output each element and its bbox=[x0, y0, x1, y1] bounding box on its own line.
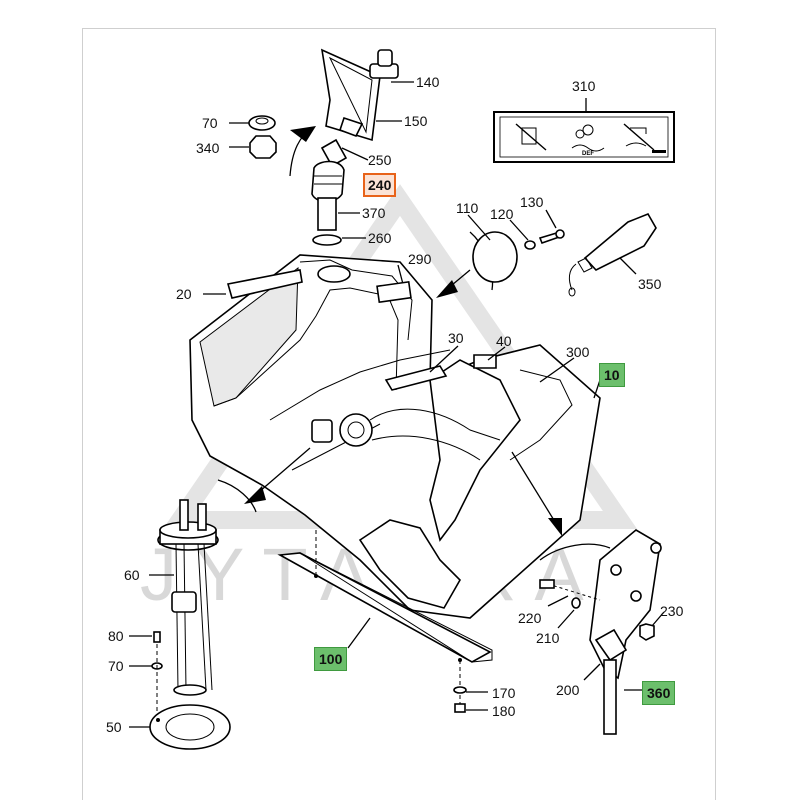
callout-240-highlight-orange: 240 bbox=[363, 173, 397, 197]
cover-disk-group bbox=[467, 209, 565, 283]
callout-20: 20 bbox=[176, 286, 192, 302]
no-water-icon bbox=[623, 123, 655, 151]
decal-310: DEF bbox=[493, 98, 675, 163]
callout-350: 350 bbox=[638, 276, 662, 292]
callout-200: 200 bbox=[556, 682, 580, 698]
callout-150: 150 bbox=[404, 113, 428, 129]
detail-arrows bbox=[217, 231, 611, 561]
callout-310: 310 bbox=[572, 78, 596, 94]
no-fuel-icon bbox=[515, 123, 547, 151]
decal-def-text: DEF bbox=[582, 151, 594, 157]
strap-100 bbox=[277, 530, 493, 713]
callout-60: 60 bbox=[124, 567, 140, 583]
filler-cap-assembly bbox=[311, 48, 414, 246]
callout-210: 210 bbox=[536, 630, 560, 646]
callout-80: 80 bbox=[108, 628, 124, 644]
callout-220: 220 bbox=[518, 610, 542, 626]
callout-140: 140 bbox=[416, 74, 440, 90]
callout-260: 260 bbox=[368, 230, 392, 246]
pump-sender-unit bbox=[129, 499, 231, 750]
callout-360-highlight-green: 360 bbox=[642, 681, 676, 705]
callout-30: 30 bbox=[448, 330, 464, 346]
callout-170: 170 bbox=[492, 685, 516, 701]
callout-250: 250 bbox=[368, 152, 392, 168]
sealant-tube bbox=[568, 212, 657, 297]
callout-300: 300 bbox=[566, 344, 590, 360]
callout-50: 50 bbox=[106, 719, 122, 735]
bracket-360 bbox=[539, 529, 665, 735]
callout-10-highlight-green: 10 bbox=[599, 363, 625, 387]
callout-230: 230 bbox=[660, 603, 684, 619]
callout-70: 70 bbox=[108, 658, 124, 674]
callout-290: 290 bbox=[408, 251, 432, 267]
callout-340: 340 bbox=[196, 140, 220, 156]
callout-370: 370 bbox=[362, 205, 386, 221]
callout-130: 130 bbox=[520, 194, 544, 210]
callout-40: 40 bbox=[496, 333, 512, 349]
def-tank bbox=[189, 254, 601, 619]
callout-110: 110 bbox=[456, 200, 479, 216]
callout-100-highlight-green: 100 bbox=[314, 647, 348, 671]
washer-nut-group bbox=[229, 115, 316, 177]
def-fluid-icon: DEF bbox=[571, 124, 605, 157]
callout-70: 70 bbox=[202, 115, 218, 131]
diagram-frame bbox=[82, 28, 716, 800]
callout-180: 180 bbox=[492, 703, 516, 719]
callout-120: 120 bbox=[490, 206, 514, 222]
